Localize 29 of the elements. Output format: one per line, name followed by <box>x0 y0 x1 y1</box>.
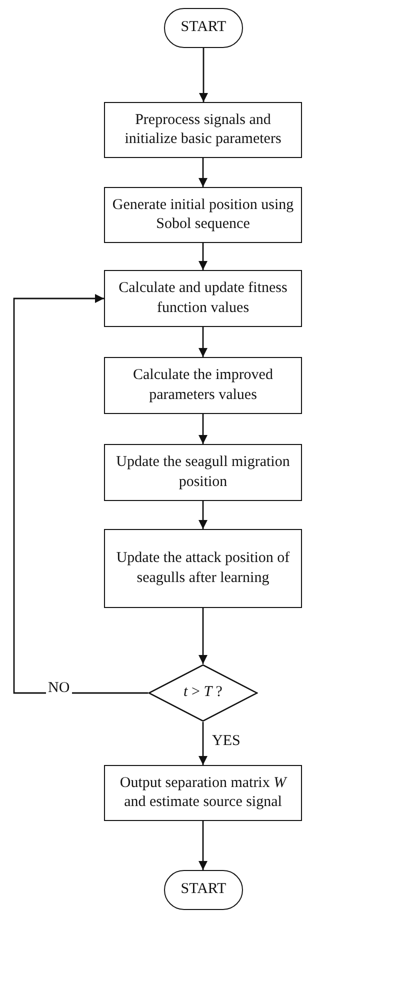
arrow <box>198 414 208 444</box>
process-box <box>104 765 302 821</box>
process-box <box>104 357 302 414</box>
arrow <box>199 48 208 102</box>
decision-diamond <box>148 664 258 722</box>
node-text: Calculate and update fitness function values <box>118 279 288 318</box>
node-text: Generate initial position using Sobol sequence <box>111 196 295 234</box>
node-text: Output separation matrix W and estimate source signal <box>118 774 288 812</box>
arrow <box>198 722 208 765</box>
process-box <box>104 444 302 501</box>
arrow <box>198 327 208 357</box>
process-box <box>104 102 302 158</box>
arrow <box>198 243 208 270</box>
arrow <box>198 501 208 529</box>
node-text: START <box>180 880 228 900</box>
node-text: Update the attack position of seagulls after learning <box>115 549 291 588</box>
arrow <box>198 158 208 187</box>
process-box <box>104 270 302 327</box>
process-box <box>104 187 302 243</box>
node-text: Preprocess signals and initialize basic parameters <box>124 110 282 149</box>
arrow <box>198 608 208 664</box>
arrow <box>13 294 148 694</box>
arrow <box>198 821 208 870</box>
node-text: Calculate the improved parameters values <box>132 366 274 404</box>
process-box <box>104 529 302 608</box>
node-text: t > T ? <box>182 683 224 702</box>
node-text: Update the seagull migration position <box>115 453 291 492</box>
node-text: START <box>180 18 228 38</box>
edge-label: NO <box>46 680 72 697</box>
